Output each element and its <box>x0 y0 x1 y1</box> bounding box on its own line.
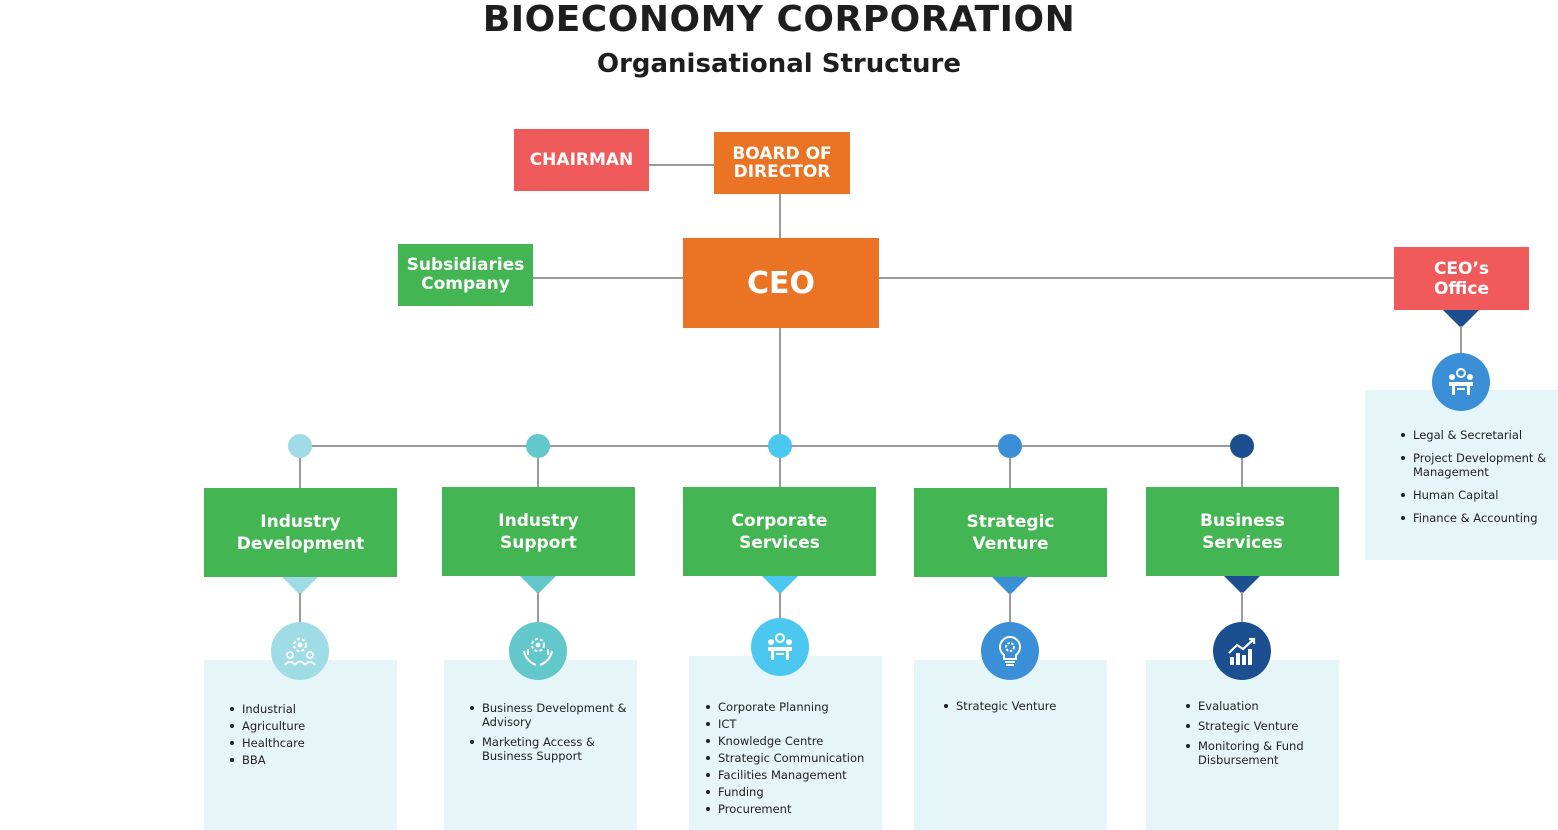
ceo-office-label: CEO’s Office <box>1433 258 1490 299</box>
department-item: Funding <box>706 785 874 799</box>
board-ceo-connector <box>779 193 781 238</box>
department-box: Industry Development <box>204 488 397 577</box>
board-label: BOARD OF DIRECTOR <box>732 144 832 182</box>
department-name: Corporate Services <box>731 510 828 553</box>
lightbulb-gear-icon <box>981 622 1039 680</box>
department-connector <box>1009 458 1011 488</box>
subsidiaries-label: Subsidiaries Company <box>406 255 525 294</box>
ceo-office-box: CEO’s Office <box>1394 247 1529 310</box>
page-subtitle: Organisational Structure <box>596 49 962 79</box>
department-box: Corporate Services <box>683 487 876 576</box>
department-item: Evaluation <box>1186 699 1331 713</box>
department-node-dot <box>998 434 1022 458</box>
department-node-dot <box>288 434 312 458</box>
ceo-office-pointer <box>1443 310 1479 328</box>
page-title: BIOECONOMY CORPORATION <box>482 0 1076 40</box>
department-name: Industry Support <box>498 510 579 553</box>
department-item: Knowledge Centre <box>706 734 874 748</box>
department-item: BBA <box>230 753 389 767</box>
department-pointer <box>282 577 318 595</box>
department-item: Business Development & Advisory <box>470 701 629 729</box>
department-node-dot <box>1230 434 1254 458</box>
biotech-people-icon <box>271 622 329 680</box>
department-pointer <box>992 577 1028 595</box>
department-item: ICT <box>706 717 874 731</box>
department-name: Business Services <box>1200 510 1285 553</box>
department-icon-connector <box>779 592 781 622</box>
ceo-office-item: Human Capital <box>1401 488 1548 502</box>
department-item: Industrial <box>230 702 389 716</box>
department-item: Corporate Planning <box>706 700 874 714</box>
department-connector <box>299 458 301 488</box>
department-item: Strategic Communication <box>706 751 874 765</box>
department-item: Agriculture <box>230 719 389 733</box>
department-pointer <box>1224 576 1260 594</box>
ceo-office-connector <box>878 277 1394 279</box>
department-connector <box>537 458 539 487</box>
hands-gear-icon <box>509 622 567 680</box>
department-pointer <box>520 576 556 594</box>
department-icon-connector <box>537 592 539 622</box>
subsidiaries-ceo-connector <box>532 277 684 279</box>
department-item: Marketing Access & Business Support <box>470 735 629 763</box>
department-node-dot <box>768 434 792 458</box>
ceo-label: CEO <box>746 265 815 301</box>
subsidiaries-company-box: Subsidiaries Company <box>398 244 533 306</box>
department-pointer <box>762 576 798 594</box>
chairman-box: CHAIRMAN <box>514 129 649 191</box>
department-box: Business Services <box>1146 487 1339 576</box>
department-connector <box>779 458 781 487</box>
board-of-director-box: BOARD OF DIRECTOR <box>714 132 850 194</box>
department-items: Strategic Venture <box>944 699 1099 719</box>
department-item: Procurement <box>706 802 874 816</box>
growth-chart-icon <box>1213 622 1271 680</box>
department-icon-connector <box>1009 593 1011 623</box>
meeting-icon <box>751 618 809 676</box>
department-node-dot <box>526 434 550 458</box>
department-item: Healthcare <box>230 736 389 750</box>
department-item: Facilities Management <box>706 768 874 782</box>
department-icon-connector <box>299 593 301 623</box>
ceo-box: CEO <box>683 238 879 328</box>
department-panel: Strategic Venture <box>914 660 1107 830</box>
ceo-departments-connector <box>779 327 781 445</box>
ceo-office-item: Finance & Accounting <box>1401 511 1548 525</box>
department-icon-connector <box>1241 592 1243 622</box>
ceo-office-icon-connector <box>1460 326 1462 356</box>
department-item: Strategic Venture <box>944 699 1099 713</box>
meeting-icon <box>1432 353 1490 411</box>
department-name: Industry Development <box>236 511 365 554</box>
chairman-label: CHAIRMAN <box>529 150 634 170</box>
department-box: Industry Support <box>442 487 635 576</box>
department-item: Strategic Venture <box>1186 719 1331 733</box>
ceo-office-item: Project Development & Management <box>1401 451 1548 479</box>
department-connector <box>1241 458 1243 487</box>
department-box: Strategic Venture <box>914 488 1107 577</box>
chairman-board-connector <box>648 164 714 166</box>
department-item: Monitoring & Fund Disbursement <box>1186 739 1331 767</box>
ceo-office-item: Legal & Secretarial <box>1401 428 1548 442</box>
department-name: Strategic Venture <box>966 511 1055 554</box>
